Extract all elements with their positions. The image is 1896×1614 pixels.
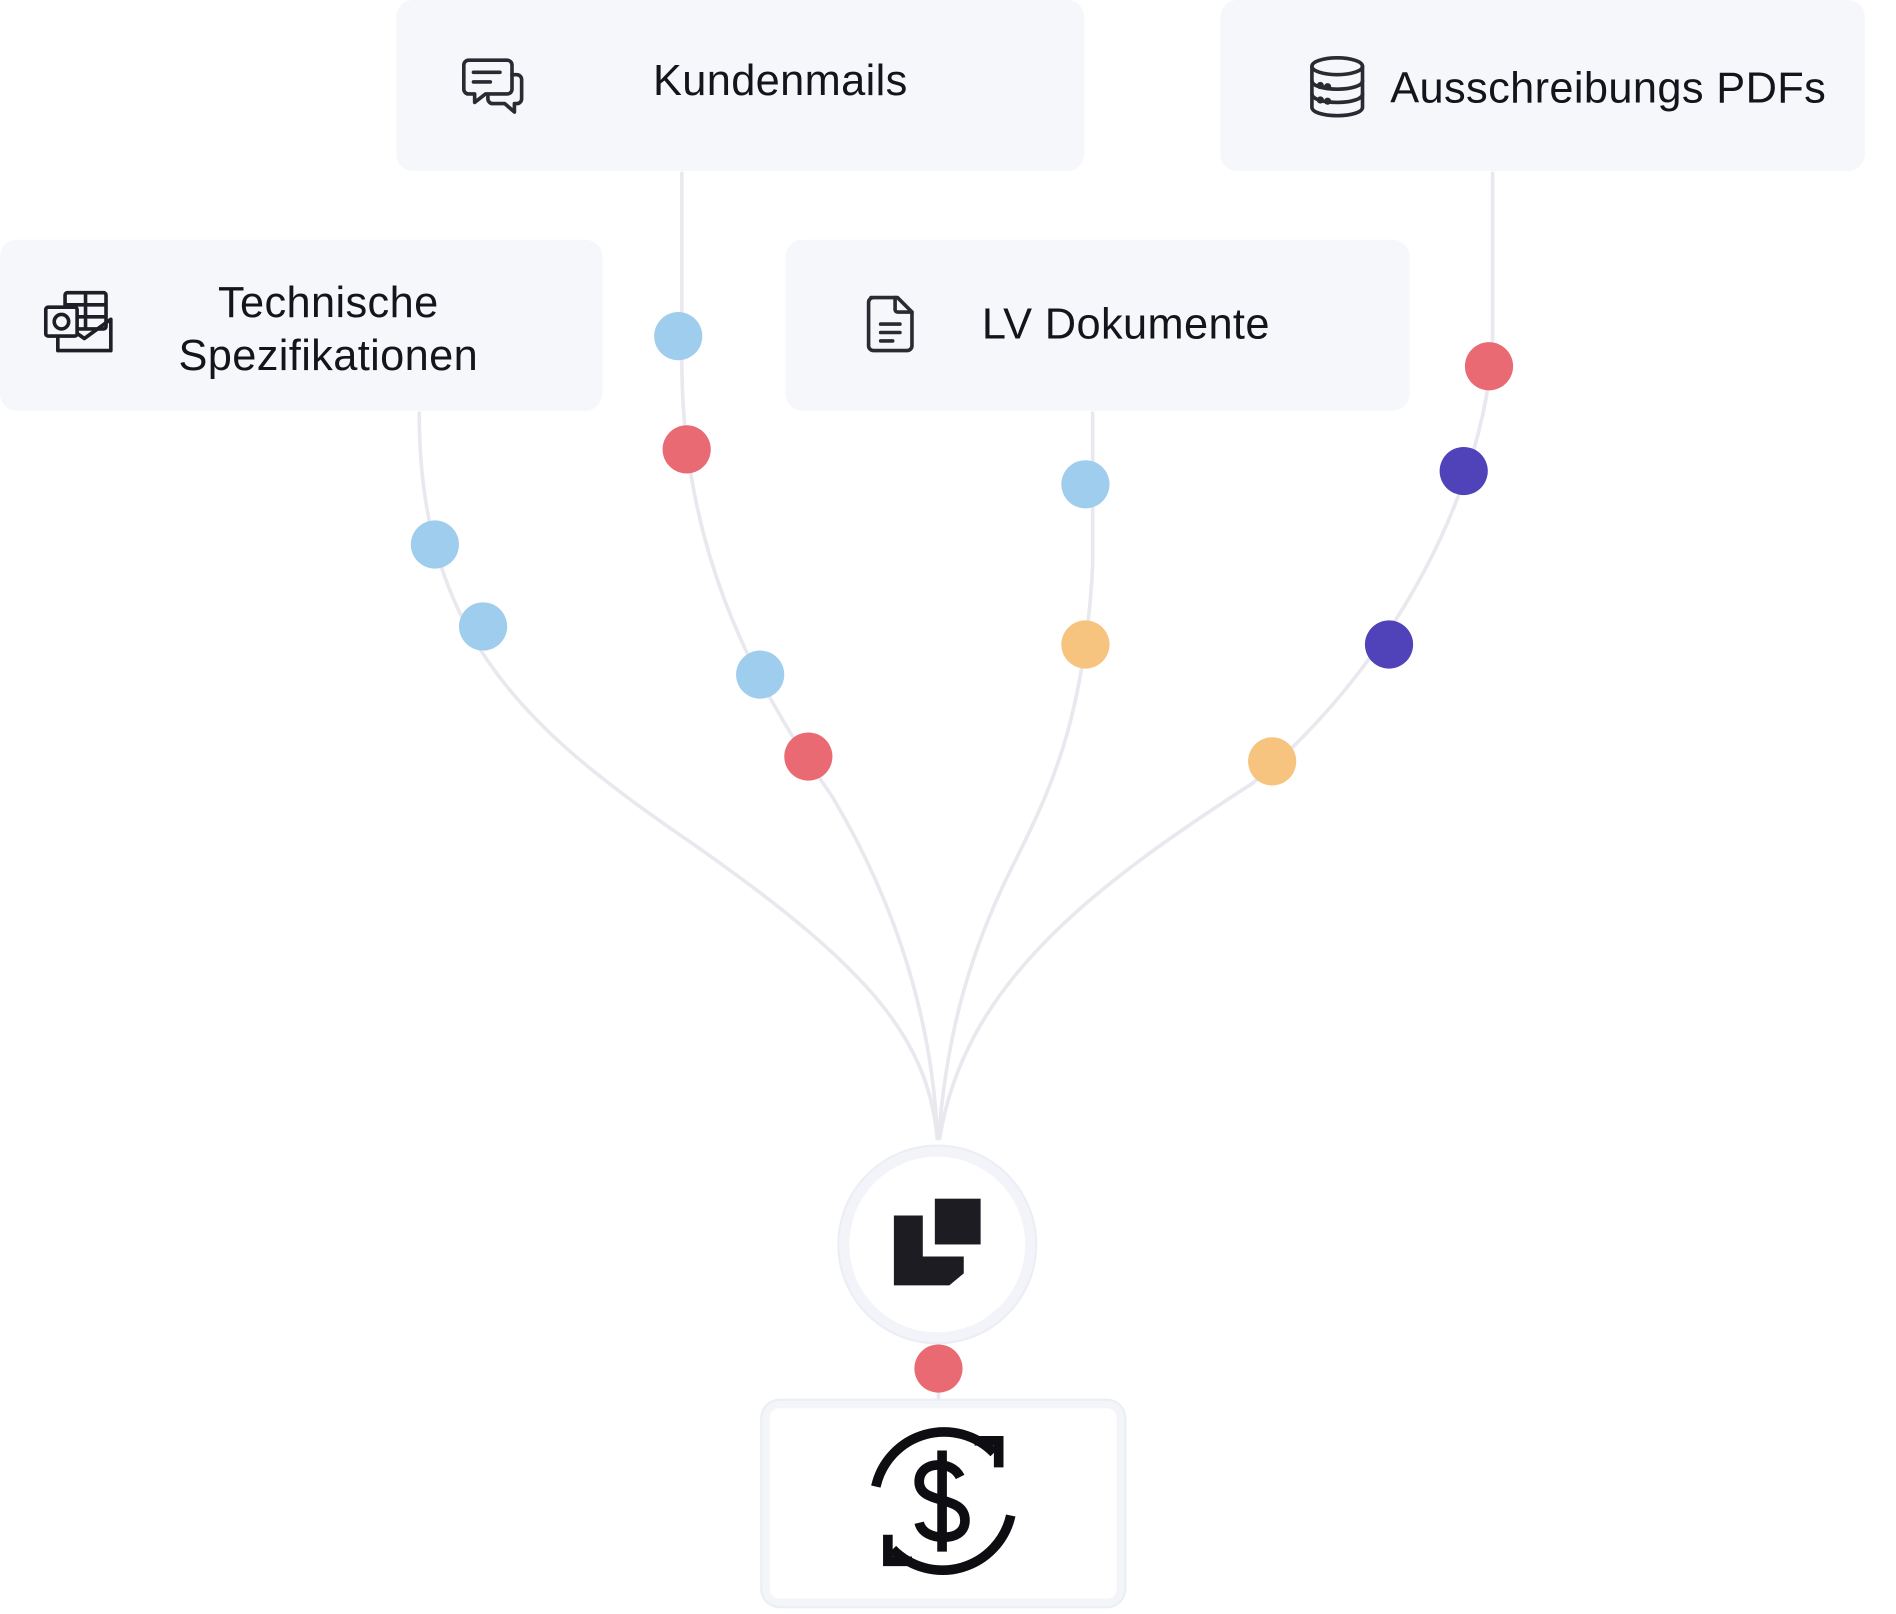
processing-hub[interactable] xyxy=(839,1146,1035,1343)
wire-kundenmails xyxy=(680,171,940,1141)
source-card-ausschreibungs-pdfs[interactable]: Ausschreibungs PDFs xyxy=(1220,0,1865,172)
source-card-lv-dokumente[interactable]: LV Dokumente xyxy=(785,239,1410,411)
wire-lv xyxy=(936,411,1095,1141)
source-label: LV Dokumente xyxy=(981,298,1270,349)
flow-dot xyxy=(1439,446,1488,496)
output-card[interactable] xyxy=(762,1401,1124,1606)
source-label: Technische Spezifikationen xyxy=(178,277,479,380)
source-card-technische-spezifikationen[interactable]: Technische Spezifikationen xyxy=(0,239,603,411)
database-icon xyxy=(1305,54,1370,119)
flow-dot xyxy=(1061,620,1110,669)
flow-dot xyxy=(458,602,508,651)
source-label: Kundenmails xyxy=(652,55,908,105)
source-card-kundenmails[interactable]: Kundenmails xyxy=(396,0,1085,172)
outlook-mail-icon xyxy=(41,288,116,358)
source-label: Ausschreibungs PDFs xyxy=(1390,62,1827,113)
flow-dot xyxy=(736,650,785,699)
chat-icon xyxy=(459,53,526,120)
overlapping-squares-logo-icon xyxy=(891,1196,983,1294)
flow-dot xyxy=(914,1344,963,1393)
flow-dot xyxy=(654,312,703,361)
flow-dot xyxy=(1364,620,1414,669)
flow-dot xyxy=(662,425,711,474)
flow-dot xyxy=(1061,460,1110,509)
document-icon xyxy=(861,293,919,356)
dollar-refresh-icon xyxy=(859,1416,1028,1591)
flow-dot xyxy=(1464,342,1514,391)
flow-dot xyxy=(1248,737,1297,786)
flow-dot xyxy=(784,732,833,781)
flow-dot xyxy=(410,520,459,569)
wire-technische xyxy=(417,411,940,1141)
